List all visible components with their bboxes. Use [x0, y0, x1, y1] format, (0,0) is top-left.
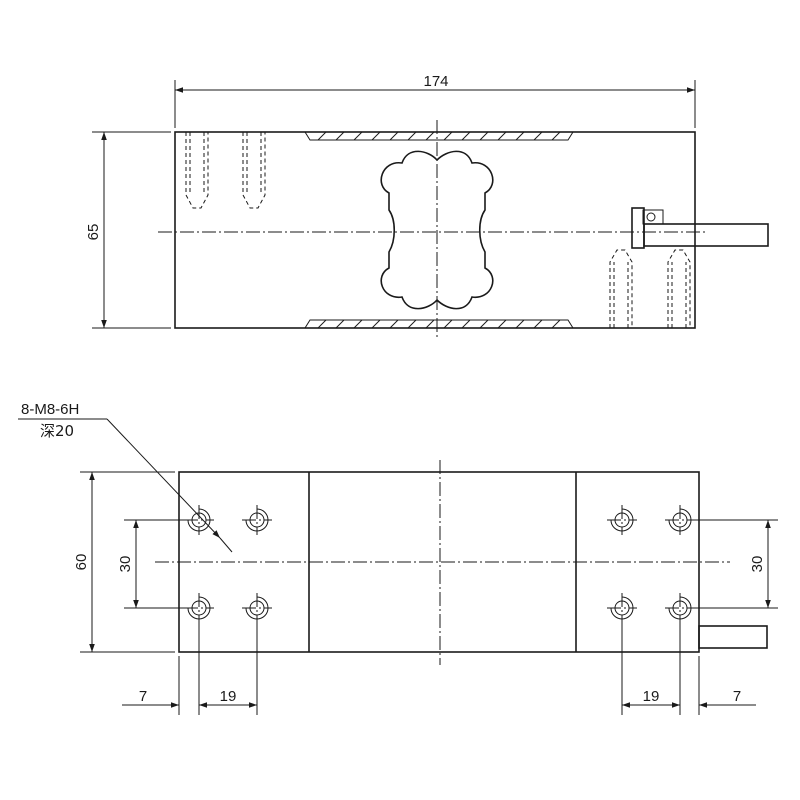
dimension-65-label: 65: [85, 224, 102, 241]
dimension-19-right-label: 19: [643, 688, 660, 705]
dimension-30-left: 30: [117, 519, 184, 609]
bottom-recess: [304, 319, 574, 329]
dimension-7-right: 7: [670, 688, 756, 708]
dimension-60-label: 60: [73, 554, 90, 571]
dimension-65: 65: [85, 131, 171, 329]
thread-callout: 8-M8-6H 深20: [18, 401, 233, 553]
dimension-7-left: 7: [122, 688, 210, 708]
threaded-hole: [184, 593, 214, 623]
dimension-174-label: 174: [423, 73, 448, 90]
threaded-hole: [607, 593, 637, 623]
hidden-thread-hole: [185, 132, 209, 209]
threaded-hole: [665, 505, 695, 535]
plan-view: 8-M8-6H 深20 60 30 30: [18, 401, 778, 715]
thread-note-depth: 深20: [40, 422, 74, 440]
threaded-hole: [242, 593, 272, 623]
dimension-19-left-label: 19: [220, 688, 237, 705]
dimension-7-left-label: 7: [139, 688, 147, 705]
plan-cable: [698, 625, 768, 649]
dimension-174: 174: [174, 73, 696, 128]
cable-connector: [631, 207, 769, 249]
side-view: 174 65: [85, 73, 769, 340]
hidden-thread-hole: [242, 132, 266, 209]
threaded-hole: [665, 593, 695, 623]
top-recess: [304, 131, 574, 141]
dimension-30-right: 30: [695, 519, 778, 609]
threaded-hole: [184, 505, 214, 535]
hidden-thread-hole: [609, 249, 633, 328]
dimension-19-right: 19: [622, 688, 680, 708]
dimension-60: 60: [73, 471, 175, 653]
dimension-30-left-label: 30: [117, 556, 134, 573]
hidden-thread-hole: [667, 249, 691, 328]
threaded-hole: [242, 505, 272, 535]
thread-note-spec: 8-M8-6H: [21, 401, 79, 418]
binocular-hole: [380, 150, 494, 310]
dimension-7-right-label: 7: [733, 688, 741, 705]
side-view-body: [174, 131, 696, 329]
threaded-hole: [607, 505, 637, 535]
dimension-19-left: 19: [199, 688, 257, 708]
dimension-30-right-label: 30: [749, 556, 766, 573]
